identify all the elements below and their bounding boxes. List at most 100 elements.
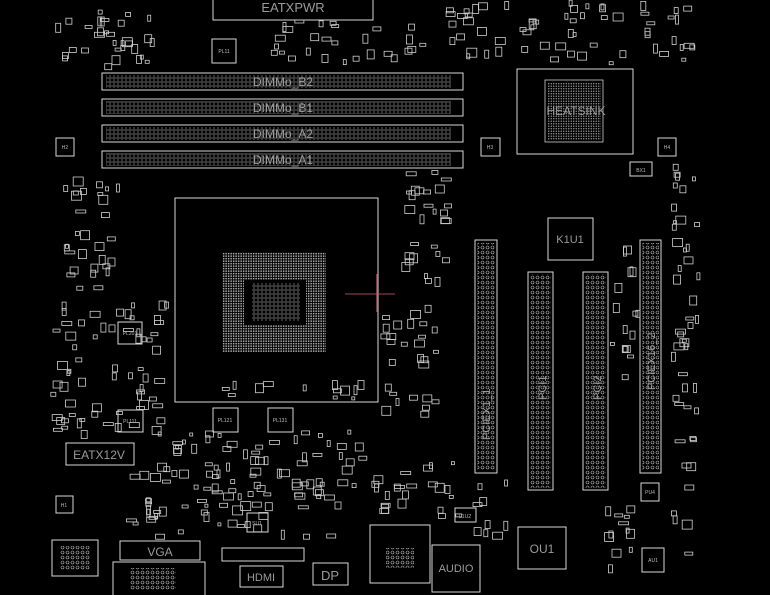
audio-connector[interactable]: AUDIO <box>431 544 481 593</box>
smd-component <box>331 24 340 29</box>
smd-component <box>610 341 615 346</box>
cpu-socket[interactable] <box>174 197 379 403</box>
slot-pci1[interactable]: PCI1 <box>527 271 554 491</box>
smd-component <box>149 472 161 482</box>
smd-component <box>673 274 681 285</box>
smd-component <box>694 222 700 228</box>
smd-component <box>139 400 149 410</box>
smd-component <box>116 411 123 415</box>
smd-component <box>432 208 437 215</box>
slot-pci2[interactable]: PCI2 <box>582 271 609 491</box>
smd-component <box>136 389 146 395</box>
dp-connector[interactable]: DP <box>312 562 349 586</box>
smd-component <box>484 49 490 59</box>
ps2-connector[interactable] <box>51 539 99 577</box>
smd-component <box>675 172 680 181</box>
smd-component <box>280 529 285 540</box>
smd-component <box>568 0 573 7</box>
smd-component <box>423 464 433 472</box>
smd-component <box>312 486 322 496</box>
inductor-pl121[interactable]: PL121 <box>212 407 239 433</box>
smd-component <box>65 399 76 408</box>
dimm-label: DIMMo_A1 <box>253 153 313 167</box>
smd-component <box>152 403 164 409</box>
smd-component <box>158 506 167 517</box>
smd-component <box>172 441 184 446</box>
smd-component <box>147 14 152 22</box>
smd-component <box>646 21 656 26</box>
smd-component <box>683 42 695 49</box>
smd-component <box>689 44 696 51</box>
dvi-connector[interactable] <box>112 561 206 595</box>
smd-component <box>99 16 105 27</box>
smd-component <box>326 440 331 447</box>
au1-chip[interactable]: AU1 <box>641 547 665 573</box>
smd-component <box>627 267 637 278</box>
smd-component <box>135 333 142 344</box>
smd-component <box>424 273 428 280</box>
smd-component <box>472 502 483 508</box>
smd-component <box>379 508 390 514</box>
slot-label: PCIEX16_2 <box>646 333 658 390</box>
eatx12v-connector[interactable]: EATX12V <box>65 442 135 466</box>
slot-pciex16-2[interactable]: PCIEX16_2 <box>639 239 662 474</box>
smd-component <box>418 360 430 369</box>
l1u2-chip[interactable]: L1U2 <box>454 507 477 523</box>
k1u1-chip[interactable]: K1U1 <box>547 217 594 261</box>
dimm-slot-b1[interactable]: DIMMo_B1 <box>101 98 464 117</box>
smd-component <box>683 405 692 410</box>
smd-component <box>67 368 72 374</box>
smd-component <box>270 49 278 56</box>
smd-component <box>448 20 457 28</box>
smd-component <box>91 410 99 418</box>
smd-component <box>569 18 577 24</box>
smd-component <box>404 205 416 215</box>
smd-component <box>146 516 157 523</box>
smd-component <box>57 360 68 370</box>
vga-connector[interactable]: VGA <box>119 540 201 561</box>
chipset-heatsink[interactable]: HEATSINK <box>516 68 634 155</box>
dimm-slot-b2[interactable]: DIMMo_B2 <box>101 72 464 91</box>
inductor-pl131[interactable]: PL131 <box>267 407 294 433</box>
smd-component <box>424 277 432 284</box>
smd-component <box>567 50 575 58</box>
dimm-slot-a2[interactable]: DIMMo_A2 <box>101 124 464 143</box>
smd-component <box>456 12 468 19</box>
smd-component <box>236 524 245 528</box>
smd-component <box>244 521 251 528</box>
slot-pciex1-1[interactable]: PCIEX1_1 <box>474 239 498 474</box>
smd-component <box>205 430 214 438</box>
eatxpwr-connector[interactable]: EATXPWR <box>212 0 374 21</box>
mounting-hole-h2: H2 <box>55 137 75 157</box>
pu4-chip[interactable]: PU4 <box>640 482 660 502</box>
hdmi-connector[interactable]: HDMI <box>239 565 284 588</box>
smd-component <box>90 269 97 278</box>
smd-component <box>693 382 697 393</box>
smd-component <box>331 40 339 46</box>
smd-component <box>139 470 150 480</box>
dimm-label: DIMMo_B2 <box>253 75 313 89</box>
smd-component <box>76 418 82 429</box>
smd-component <box>274 43 280 50</box>
smd-component <box>242 449 248 460</box>
smd-component <box>302 452 307 463</box>
smd-component <box>255 456 265 465</box>
smd-component <box>623 246 627 257</box>
ou1-chip[interactable]: OU1 <box>517 526 567 570</box>
smd-component <box>689 435 697 441</box>
dimm-slot-a1[interactable]: DIMMo_A1 <box>101 150 464 169</box>
smd-component <box>473 527 482 536</box>
smd-component <box>608 61 614 66</box>
smd-component <box>419 42 427 47</box>
inductor-label: PL111 <box>123 419 137 425</box>
smd-component <box>316 494 322 500</box>
smd-component <box>124 309 132 320</box>
inductor-pl201[interactable]: PL201 <box>117 321 143 345</box>
lan-usb-connector[interactable] <box>369 524 431 584</box>
su1-chip[interactable]: SU1 <box>246 512 269 533</box>
bx1-crystal[interactable]: BX1 <box>629 161 653 177</box>
inductor-pl111[interactable]: PL111 <box>117 409 144 433</box>
smd-component <box>653 43 658 54</box>
inductor-pl11[interactable]: PL11 <box>211 38 237 64</box>
